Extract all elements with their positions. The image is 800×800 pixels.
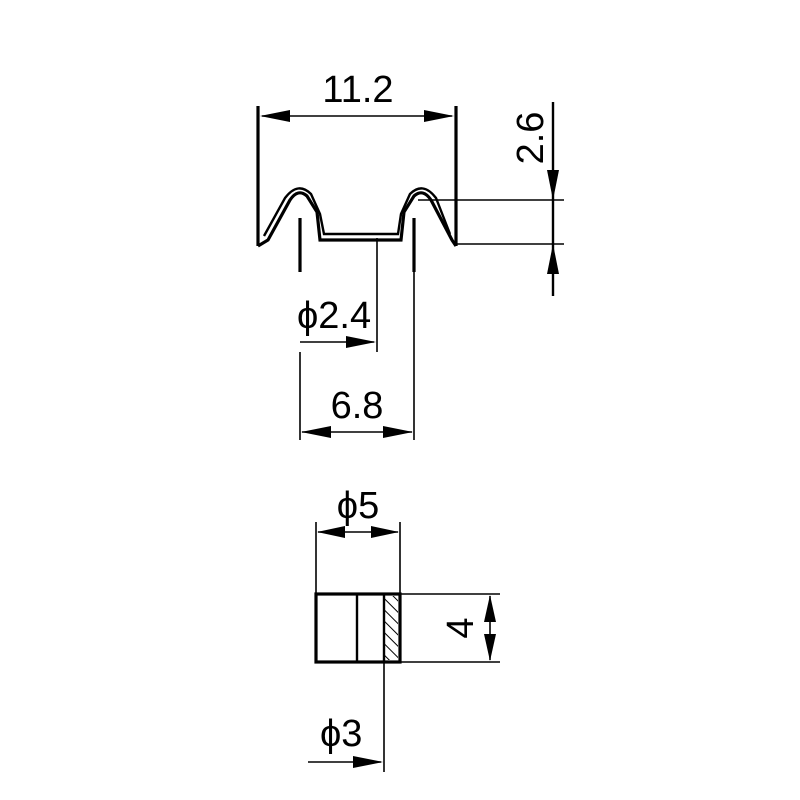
clip-profile-view: 11.2 2.6 ϕ2.4 6.8 (256, 69, 564, 440)
dim-11-2-arrow-left (260, 110, 290, 122)
sleeve-section-view: ϕ5 4 ϕ3 (308, 485, 500, 772)
clip-outer-profile (257, 191, 458, 248)
dim-4-label: 4 (440, 617, 482, 638)
dim-11-2-label: 11.2 (322, 69, 393, 111)
dim-2-6-arrow-bottom (547, 244, 559, 274)
dim-5-arrow-right (371, 526, 399, 538)
dim-2-4-arrow (346, 336, 376, 348)
dim-6-8-arrow-left (301, 426, 331, 438)
dim-2-6-arrow-top (547, 170, 559, 200)
dim-4-arrow-bottom (484, 634, 496, 661)
dim-3-arrow (353, 756, 383, 768)
dim-5-arrow-left (317, 526, 345, 538)
dim-11-2-arrow-right (424, 110, 454, 122)
clip-inner-profile (262, 187, 452, 237)
dim-4-arrow-top (484, 595, 496, 622)
dim-3-label: ϕ3 (320, 713, 362, 755)
dim-2-4-label: ϕ2.4 (297, 295, 371, 337)
dim-6-8-arrow-right (383, 426, 413, 438)
dim-6-8-label: 6.8 (331, 385, 384, 427)
dim-5-label: ϕ5 (337, 485, 379, 527)
sleeve-hatched-wall (385, 596, 398, 660)
dim-2-6-label: 2.6 (510, 112, 552, 165)
